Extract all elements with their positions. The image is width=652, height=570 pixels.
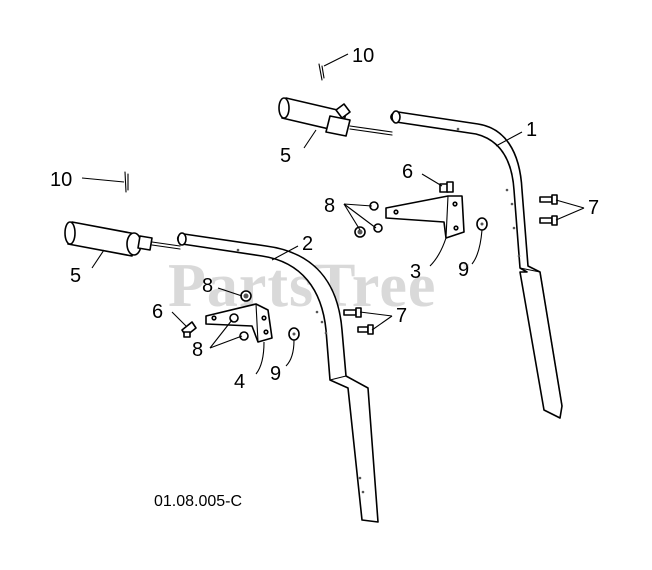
leader-lines bbox=[81, 53, 585, 375]
part-7-bolts-upper[interactable] bbox=[539, 194, 558, 226]
part-8-nuts-upper[interactable] bbox=[354, 201, 383, 238]
part-3-bracket[interactable] bbox=[385, 195, 465, 239]
callout-7-lower: 7 bbox=[396, 305, 407, 327]
part-1-right-handle[interactable] bbox=[390, 110, 563, 419]
callout-4: 4 bbox=[234, 371, 245, 393]
callout-10-upper: 10 bbox=[352, 45, 374, 67]
part-9-washer-upper[interactable] bbox=[476, 217, 488, 231]
callout-6-upper: 6 bbox=[402, 161, 413, 183]
part-8-nuts-lower[interactable] bbox=[229, 290, 252, 341]
part-5-lower-grip[interactable] bbox=[64, 221, 181, 257]
part-6-bolt-lower[interactable] bbox=[181, 321, 197, 338]
callout-7-upper: 7 bbox=[588, 197, 599, 219]
part-10-pin-lower[interactable] bbox=[124, 171, 129, 193]
callout-5-lower: 5 bbox=[70, 265, 81, 287]
part-10-pin-upper[interactable] bbox=[318, 63, 325, 81]
watermark-trademark: ™ bbox=[458, 261, 470, 275]
part-2-left-handle[interactable] bbox=[176, 232, 379, 523]
callout-8-upper: 8 bbox=[324, 195, 335, 217]
part-4-bracket[interactable] bbox=[205, 303, 273, 343]
callout-8-mid: 8 bbox=[202, 275, 213, 297]
callout-6-lower: 6 bbox=[152, 301, 163, 323]
callout-5-upper: 5 bbox=[280, 145, 291, 167]
part-9-washer-lower[interactable] bbox=[288, 327, 300, 341]
part-5-upper-grip[interactable] bbox=[278, 97, 393, 137]
callout-1: 1 bbox=[526, 119, 537, 141]
callout-9-lower: 9 bbox=[270, 363, 281, 385]
callout-10-lower: 10 bbox=[50, 169, 72, 191]
part-6-bolt-upper[interactable] bbox=[439, 181, 454, 193]
callout-8-lower: 8 bbox=[192, 339, 203, 361]
drawing-code: 01.08.005-C bbox=[154, 493, 242, 510]
part-7-bolts-lower[interactable] bbox=[343, 307, 374, 335]
callout-9-upper: 9 bbox=[458, 259, 469, 281]
callout-2: 2 bbox=[302, 233, 313, 255]
callout-3: 3 bbox=[410, 261, 421, 283]
